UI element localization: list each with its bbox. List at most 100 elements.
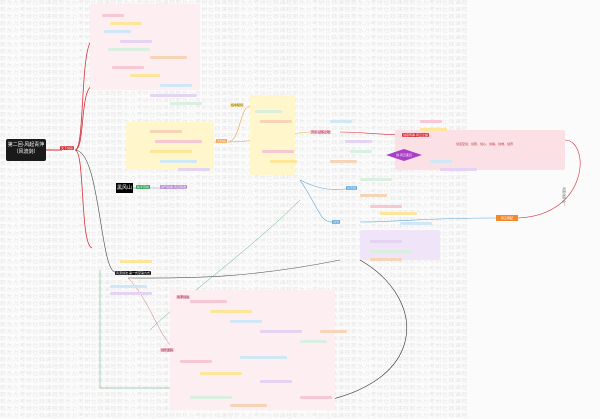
leaf-box[interactable]	[108, 48, 150, 51]
right-red-title[interactable]: 剑宗传承·风云之巅	[402, 133, 429, 137]
lower-pink-node-2[interactable]: 剑影迷踪	[160, 348, 175, 352]
connector	[127, 277, 177, 351]
connector	[74, 39, 93, 151]
connector	[299, 259, 407, 406]
watermark-row: 新东方考研在线课程新东方考研在线课程新东方考研在线课程新东方考研在线课程新东方考…	[0, 182, 469, 188]
watermark-row: 新东方考研在线课程新东方考研在线课程新东方考研在线课程新东方考研在线课程新东方考…	[0, 21, 469, 27]
leaf-box[interactable]	[260, 330, 302, 333]
leaf-box[interactable]	[440, 168, 477, 171]
leaf-box[interactable]	[112, 66, 144, 69]
lower-black-bar[interactable]: 风流剑法·第一式至第九式	[115, 271, 151, 275]
watermark-row: 新东方考研在线课程新东方考研在线课程新东方考研在线课程新东方考研在线课程新东方考…	[0, 0, 469, 6]
leaf-box[interactable]	[370, 250, 412, 253]
diamond-node[interactable]: 剑·风云变幻	[386, 149, 422, 161]
root-title: 第二回·风起青萍	[7, 142, 45, 148]
watermark-row: 新东方考研在线课程新东方考研在线课程新东方考研在线课程新东方考研在线课程新东方考…	[0, 14, 469, 20]
leaf-box[interactable]	[102, 14, 124, 17]
leaf-box[interactable]	[380, 212, 417, 215]
leaf-box[interactable]	[110, 292, 152, 295]
watermark-row: 新东方考研在线课程新东方考研在线课程新东方考研在线课程新东方考研在线课程新东方考…	[0, 133, 469, 139]
leaf-box[interactable]	[370, 240, 402, 243]
leaf-box[interactable]	[260, 120, 292, 123]
leaf-box[interactable]	[160, 160, 197, 163]
leaf-box[interactable]	[400, 222, 432, 225]
watermark-row: 新东方考研在线课程新东方考研在线课程新东方考研在线课程新东方考研在线课程新东方考…	[0, 112, 469, 118]
watermark-row: 新东方考研在线课程新东方考研在线课程新东方考研在线课程新东方考研在线课程新东方考…	[0, 119, 469, 125]
leaf-box[interactable]	[130, 74, 160, 77]
leaf-box[interactable]	[360, 178, 392, 181]
watermark-row: 新东方考研在线课程新东方考研在线课程新东方考研在线课程新东方考研在线课程新东方考…	[0, 203, 469, 209]
central-title[interactable]: 黑风山	[116, 183, 133, 193]
main-branch-label[interactable]: 天下剑宗	[60, 146, 75, 150]
watermark-row: 新东方考研在线课程新东方考研在线课程新东方考研在线课程新东方考研在线课程新东方考…	[0, 105, 469, 111]
watermark-row: 新东方考研在线课程新东方考研在线课程新东方考研在线课程新东方考研在线课程新东方考…	[0, 98, 469, 104]
leaf-box[interactable]	[110, 22, 142, 25]
watermark-row: 新东方考研在线课程新东方考研在线课程新东方考研在线课程新东方考研在线课程新东方考…	[0, 91, 469, 97]
leaf-box[interactable]	[240, 356, 287, 359]
leaf-box[interactable]	[150, 130, 182, 133]
leaf-box[interactable]	[350, 150, 372, 153]
leaf-box[interactable]	[260, 380, 292, 383]
leaf-box[interactable]	[104, 30, 131, 33]
leaf-box[interactable]	[420, 128, 447, 131]
orange-tag[interactable]: 风云再起	[496, 215, 518, 221]
leaf-box[interactable]	[180, 360, 212, 363]
leaf-box[interactable]	[120, 40, 152, 43]
watermark-row: 新东方考研在线课程新东方考研在线课程新东方考研在线课程新东方考研在线课程新东方考…	[0, 35, 469, 41]
connector	[299, 179, 333, 223]
leaf-box[interactable]	[330, 120, 352, 123]
leaf-box[interactable]	[430, 160, 452, 163]
connector	[74, 149, 93, 249]
watermark-row: 新东方考研在线课程新东方考研在线课程新东方考研在线课程新东方考研在线课程新东方考…	[0, 224, 469, 230]
lower-pink-node[interactable]: 青萍剑诀	[176, 295, 191, 299]
yellow-label[interactable]: 谷中秘境	[230, 103, 245, 107]
leaf-box[interactable]	[150, 94, 197, 97]
root-node[interactable]: 第二回·风起青萍 （风流剑）	[6, 139, 46, 161]
watermark-row: 新东方考研在线课程新东方考研在线课程新东方考研在线课程新东方考研在线课程新东方考…	[0, 231, 469, 237]
leaf-box[interactable]	[178, 168, 210, 171]
leaf-box[interactable]	[300, 340, 327, 343]
watermark-row: 新东方考研在线课程新东方考研在线课程新东方考研在线课程新东方考研在线课程新东方考…	[0, 56, 469, 62]
leaf-box[interactable]	[210, 310, 252, 313]
leaf-box[interactable]	[200, 372, 242, 375]
watermark-row: 新东方考研在线课程新东方考研在线课程新东方考研在线课程新东方考研在线课程新东方考…	[0, 217, 469, 223]
leaf-box[interactable]	[330, 160, 357, 163]
upper-mid-node[interactable]: 天机谷	[216, 139, 228, 143]
right-red-sub: 剑道至境：剑意、剑心、剑魂、剑域、剑界	[456, 142, 514, 146]
blue-node-2[interactable]: 剑池	[332, 220, 341, 224]
pink-header[interactable]: 灵泉·试炼之地	[310, 130, 331, 134]
central-badge[interactable]: 新手营地	[136, 185, 151, 189]
leaf-box[interactable]	[360, 194, 387, 197]
leaf-box[interactable]	[230, 404, 267, 407]
leaf-box[interactable]	[270, 160, 297, 163]
connector	[299, 179, 347, 190]
leaf-box[interactable]	[300, 396, 332, 399]
leaf-box[interactable]	[255, 110, 282, 113]
watermark-row: 新东方考研在线课程新东方考研在线课程新东方考研在线课程新东方考研在线课程新东方考…	[0, 42, 469, 48]
watermark-row: 新东方考研在线课程新东方考研在线课程新东方考研在线课程新东方考研在线课程新东方考…	[0, 7, 469, 13]
leaf-box[interactable]	[230, 320, 262, 323]
leaf-box[interactable]	[160, 84, 192, 87]
watermark-row: 新东方考研在线课程新东方考研在线课程新东方考研在线课程新东方考研在线课程新东方考…	[0, 196, 469, 202]
leaf-box[interactable]	[190, 396, 232, 399]
leaf-box[interactable]	[120, 260, 152, 263]
watermark-row: 新东方考研在线课程新东方考研在线课程新东方考研在线课程新东方考研在线课程新东方考…	[0, 175, 469, 181]
leaf-box[interactable]	[170, 102, 202, 105]
leaf-box[interactable]	[190, 300, 227, 303]
leaf-box[interactable]	[110, 285, 147, 288]
lower-panel-pink	[170, 290, 335, 410]
leaf-box[interactable]	[320, 330, 347, 333]
leaf-box[interactable]	[370, 205, 402, 208]
blue-node[interactable]: 风雷阁	[346, 186, 358, 190]
watermark-row: 新东方考研在线课程新东方考研在线课程新东方考研在线课程新东方考研在线课程新东方考…	[0, 63, 469, 69]
leaf-box[interactable]	[345, 140, 372, 143]
connector	[127, 259, 341, 279]
watermark-row: 新东方考研在线课程新东方考研在线课程新东方考研在线课程新东方考研在线课程新东方考…	[0, 252, 469, 258]
central-sub[interactable]: 剑气初成·风云际会	[160, 185, 187, 189]
leaf-box[interactable]	[420, 120, 442, 123]
leaf-box[interactable]	[150, 56, 187, 59]
leaf-box[interactable]	[150, 150, 192, 153]
leaf-box[interactable]	[262, 150, 294, 153]
leaf-box[interactable]	[370, 258, 402, 261]
leaf-box[interactable]	[155, 140, 202, 143]
